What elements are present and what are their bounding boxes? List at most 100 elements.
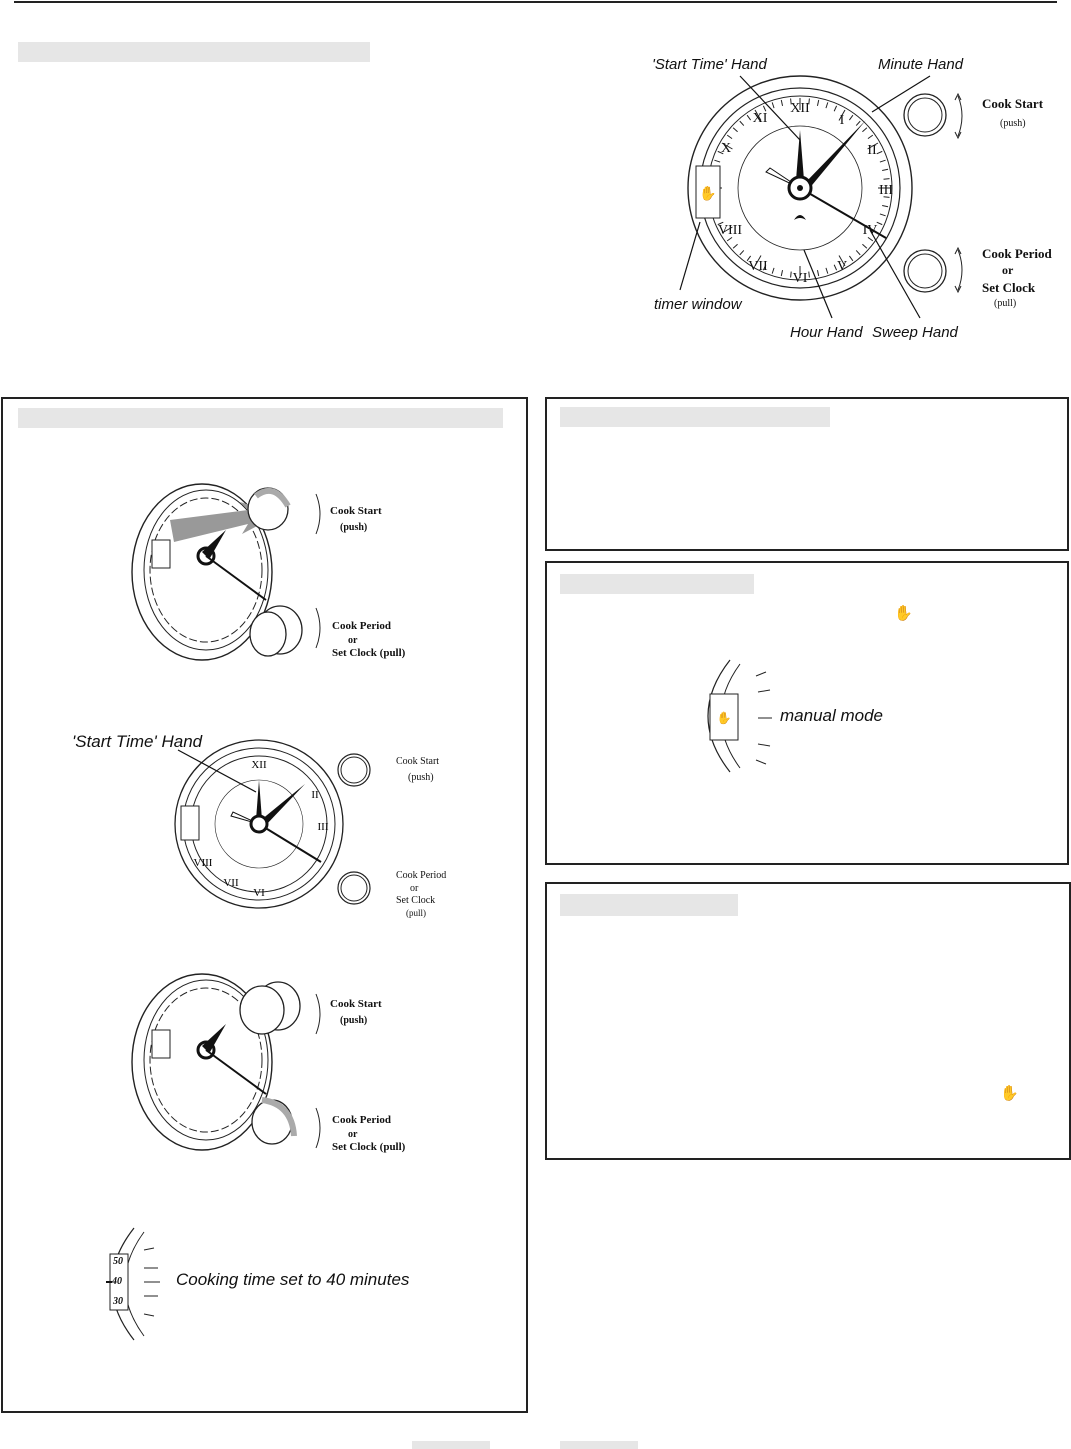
svg-text:✋: ✋ (717, 711, 732, 725)
minute-tick (808, 98, 810, 105)
right-panel-3-heading-bar (560, 894, 738, 916)
right-panel-2 (545, 561, 1069, 865)
minute-tick (862, 127, 868, 133)
svg-text:VIII: VIII (718, 223, 742, 238)
minute-tick (754, 109, 762, 121)
minute-tick (714, 159, 721, 163)
fig1-set-clock-label: Set Clock (pull) (332, 647, 406, 659)
svg-text:VI: VI (793, 271, 808, 286)
fig2-start-time-hand-label: 'Start Time' Hand (72, 732, 203, 751)
fig3-cook-period-label: Cook Period (332, 1114, 391, 1126)
minute-tick (739, 120, 745, 126)
minute-tick (838, 109, 846, 121)
start-time-leader-line (177, 749, 257, 793)
manual-mode-caption: manual mode (780, 706, 884, 725)
svg-text:X: X (721, 141, 731, 156)
minute-tick (862, 243, 868, 249)
section-heading-bar (18, 42, 370, 62)
cook-period-knob-fig2[interactable] (336, 870, 372, 906)
svg-text:III: III (318, 821, 329, 833)
minute-tick (848, 114, 854, 121)
minute-tick (833, 264, 838, 271)
minute-tick (867, 134, 874, 140)
svg-text:II: II (867, 143, 877, 158)
svg-text:I: I (840, 113, 845, 128)
svg-text:XII: XII (251, 759, 267, 771)
hour-hand-label: Hour Hand (790, 324, 863, 341)
svg-text:✋: ✋ (699, 185, 716, 201)
cook-period-knob-fig3[interactable] (246, 1096, 302, 1146)
svg-text:II: II (311, 789, 319, 801)
set-clock-label: Set Clock (982, 280, 1036, 295)
cooking-time-caption: Cooking time set to 40 minutes (176, 1270, 410, 1289)
leader-lines (679, 75, 931, 319)
clock-fig-1 (131, 483, 280, 661)
minute-tick (882, 204, 889, 208)
arrow-icons-fig1 (315, 493, 321, 649)
timer-tick-50: 50 (113, 1256, 123, 1267)
minute-tick (876, 221, 883, 226)
svg-text:VII: VII (223, 877, 239, 889)
fig1-cook-period-label: Cook Period (332, 620, 391, 632)
minute-tick (825, 102, 829, 109)
minute-tick (855, 120, 861, 126)
minute-tick (762, 264, 767, 271)
hand-icon: ✋ (894, 605, 913, 622)
cook-start-label: Cook Start (982, 96, 1044, 111)
minute-tick (790, 98, 792, 105)
arrow-icons (954, 92, 963, 294)
fig1-or-label: or (348, 635, 358, 646)
cook-start-knob[interactable] (902, 92, 948, 138)
minute-tick (838, 255, 846, 267)
right-panel-2-heading-bar (560, 574, 754, 594)
minute-tick (732, 127, 738, 133)
svg-text:VI: VI (253, 887, 265, 899)
minute-tick (739, 250, 745, 256)
cook-period-knob[interactable] (902, 248, 948, 294)
timer-window-detail (106, 1227, 160, 1341)
manual-mode-detail: ✋ (707, 659, 772, 773)
minute-tick (879, 159, 886, 163)
timer-tick-40: 40 (112, 1276, 122, 1287)
minute-tick (867, 236, 874, 242)
svg-text:V: V (837, 259, 847, 274)
left-panel-heading-bar (18, 408, 503, 428)
set-clock-pull-label: (pull) (994, 298, 1017, 309)
minute-tick (816, 270, 820, 277)
cook-period-label: Cook Period (982, 246, 1052, 261)
fig3-push-label: (push) (340, 1015, 368, 1026)
minute-tick (754, 255, 762, 267)
minute-tick (848, 255, 854, 262)
fig2-or-label: or (410, 883, 419, 894)
clock-fig-3 (131, 973, 273, 1151)
minute-tick (876, 150, 883, 155)
minute-tick (726, 236, 733, 242)
cook-start-knob-fig1[interactable] (246, 486, 291, 532)
fig2-pull-label: (pull) (406, 908, 426, 918)
timer-tick-30: 30 (113, 1296, 123, 1307)
right-panel-3 (545, 882, 1071, 1160)
minute-tick (771, 267, 775, 274)
cook-period-knob-fig1[interactable] (248, 604, 308, 660)
fig1-push-label: (push) (340, 522, 368, 533)
cook-start-push-label: (push) (1000, 118, 1026, 129)
minute-tick (762, 105, 767, 112)
cook-start-knob-fig2[interactable] (336, 752, 372, 788)
cook-start-knob-fig3[interactable] (236, 980, 302, 1036)
minute-tick (883, 196, 890, 198)
minute-hand-label: Minute Hand (878, 56, 964, 73)
timer-window-label: timer window (654, 296, 742, 313)
or-label: or (1002, 263, 1014, 277)
fig3-or-label: or (348, 1129, 358, 1140)
sweep-hand-label: Sweep Hand (872, 324, 958, 341)
arrow-icons-fig3 (315, 993, 321, 1149)
minute-tick (721, 226, 733, 234)
minute-tick (746, 114, 752, 121)
fig2-set-clock-label: Set Clock (396, 895, 436, 906)
fig1-cook-start-label: Cook Start (330, 505, 382, 517)
minute-tick (879, 213, 886, 217)
top-rule (14, 1, 1057, 3)
fig3-cook-start-label: Cook Start (330, 998, 382, 1010)
hand-icon: ✋ (1000, 1085, 1019, 1102)
